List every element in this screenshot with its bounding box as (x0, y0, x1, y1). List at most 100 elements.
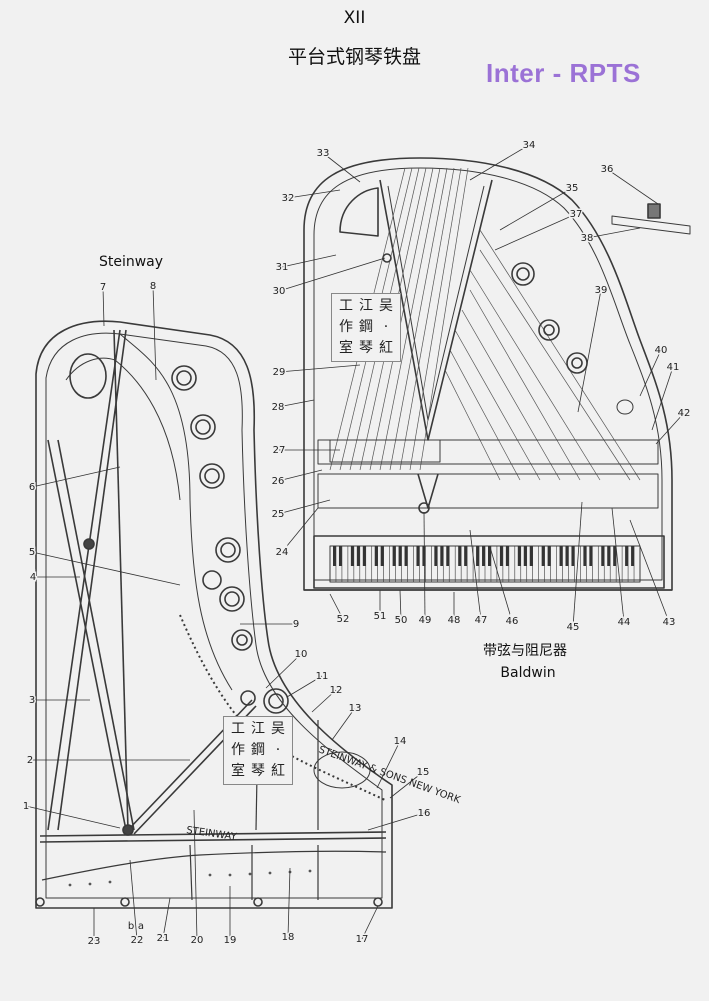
callout-leader-45 (572, 501, 583, 628)
bass-arch (119, 333, 233, 691)
callout-label-6: 6 (29, 482, 35, 493)
callout-label-15: 15 (417, 767, 430, 778)
callout-leader-37 (494, 213, 577, 251)
callout-sublabel-a: a (138, 921, 144, 932)
callout-leader-50 (399, 589, 402, 621)
logo-medallion (202, 570, 222, 590)
callout-leader-36 (606, 168, 659, 205)
callout-label-16: 16 (418, 808, 431, 819)
callout-leader-46 (489, 546, 513, 622)
callout-leader-21 (162, 897, 171, 939)
callout-label-41: 41 (667, 362, 680, 373)
callout-label-20: 20 (191, 935, 204, 946)
callout-label-28: 28 (272, 402, 285, 413)
callout-label-14: 14 (394, 736, 407, 747)
callout-leader-13 (331, 707, 356, 741)
rose-inscription: STEINWAY & SONS NEW YORK (317, 744, 462, 806)
callout-leader-24 (281, 507, 319, 553)
callout-leader-42 (655, 412, 685, 445)
callout-label-7: 7 (100, 282, 106, 293)
callout-leader-32 (287, 189, 341, 199)
mounting-bolt-1 (35, 897, 45, 907)
callout-label-47: 47 (475, 615, 488, 626)
callout-label-9: 9 (293, 619, 299, 630)
callout-leader-14 (376, 740, 401, 789)
mounting-bolt-3 (253, 897, 263, 907)
callout-label-27: 27 (273, 445, 286, 456)
plate-oval-cutout (69, 353, 107, 399)
callout-label-33: 33 (317, 148, 330, 159)
damper-row-lower (317, 473, 659, 509)
callout-leader-17 (361, 905, 379, 940)
strut-node-lower (122, 824, 134, 836)
callout-leader-47 (469, 529, 482, 621)
callout-leader-40 (639, 349, 662, 397)
callout-leader-1 (25, 805, 121, 829)
callout-label-31: 31 (276, 262, 289, 273)
steinway-caption: Steinway (98, 254, 164, 270)
callout-leader-12 (311, 689, 337, 713)
callout-leader-52 (329, 593, 344, 620)
studio-stamp-lower: 工江吴 作鋼· 室琴紅 (223, 716, 293, 785)
callout-label-25: 25 (272, 509, 285, 520)
callout-leader-31 (281, 254, 337, 268)
baldwin-top-cutout (339, 187, 379, 237)
callout-label-49: 49 (419, 615, 432, 626)
callout-label-11: 11 (316, 671, 329, 682)
callout-leader-28 (277, 399, 315, 408)
mounting-bolt-4 (373, 897, 383, 907)
callout-label-30: 30 (273, 286, 286, 297)
steinway-plate-inner-rim (45, 332, 383, 899)
callout-leader-lines (25, 144, 685, 941)
lower-bridge (41, 850, 387, 881)
strut-left-b (57, 329, 127, 831)
callout-label-8: 8 (150, 281, 156, 292)
callout-label-17: 17 (356, 934, 369, 945)
callout-leader-41 (651, 366, 674, 431)
callout-leader-49 (423, 511, 426, 621)
callout-label-3: 3 (29, 695, 35, 706)
callout-leader-30 (278, 257, 386, 292)
strut-left-a (47, 329, 121, 831)
baldwin-ring-cutouts (382, 253, 588, 374)
steinway-rose-emblem (313, 751, 371, 789)
hitch-detail (611, 215, 691, 235)
baldwin-title-caption: 带弦与阻尼器 (483, 643, 567, 659)
callout-label-50: 50 (395, 615, 408, 626)
strut-right-a (47, 439, 127, 831)
plate-crossbar (39, 831, 387, 837)
callout-label-26: 26 (272, 476, 285, 487)
callout-leader-16 (367, 812, 425, 831)
strut-right-b (57, 439, 135, 831)
callout-leader-34 (469, 144, 530, 181)
callout-label-21: 21 (157, 933, 170, 944)
callout-label-39: 39 (595, 285, 608, 296)
callout-sublabel-b: b (128, 921, 134, 932)
callout-leader-5 (31, 551, 181, 586)
callout-label-24: 24 (276, 547, 289, 558)
damper-row-upper (317, 439, 659, 465)
callout-label-18: 18 (282, 932, 295, 943)
page-title: 平台式钢琴铁盘 (287, 46, 421, 68)
baldwin-rim-inner (313, 167, 663, 581)
callout-label-46: 46 (506, 616, 519, 627)
callout-leader-33 (322, 152, 361, 183)
callout-label-48: 48 (448, 615, 461, 626)
callout-leader-29 (278, 364, 361, 373)
plate-number: XII (343, 8, 366, 28)
callout-leader-35 (499, 187, 573, 231)
callout-label-29: 29 (273, 367, 286, 378)
callout-leader-8 (152, 285, 157, 381)
callout-leader-22 (129, 859, 138, 941)
damper-block (329, 439, 441, 463)
baldwin-caption: Baldwin (500, 665, 556, 681)
callout-label-38: 38 (581, 233, 594, 244)
callout-label-2: 2 (27, 755, 33, 766)
callout-leader-15 (389, 771, 424, 799)
baldwin-center-post (417, 473, 439, 509)
callout-label-37: 37 (570, 209, 583, 220)
watermark: Inter - RPTS (486, 58, 641, 88)
string-field (329, 167, 641, 481)
